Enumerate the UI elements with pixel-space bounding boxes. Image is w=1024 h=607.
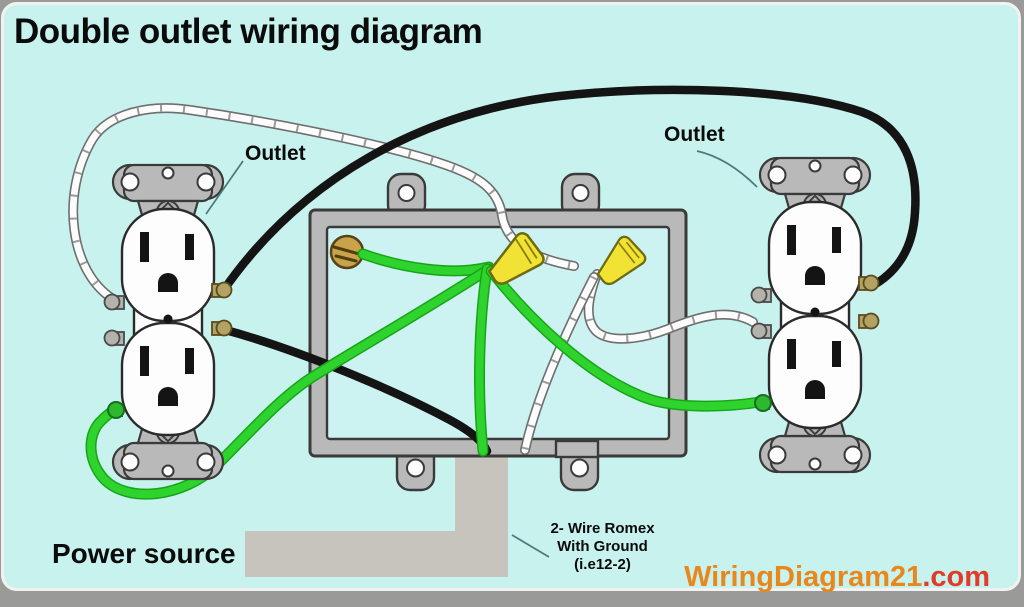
hot-wire-romex-to-left-outlet — [217, 324, 492, 456]
left-outlet-label: Outlet — [245, 142, 306, 165]
right-outlet — [750, 156, 880, 474]
ground-screw — [329, 234, 365, 270]
romex-label-line3: (i.e12-2) — [574, 556, 631, 573]
left-outlet — [103, 163, 233, 481]
watermark: WiringDiagram21.com — [684, 561, 990, 594]
romex-cable-conduit — [245, 452, 508, 577]
page-title: Double outlet wiring diagram — [14, 12, 483, 51]
right-outlet-label: Outlet — [664, 123, 725, 146]
cable-clamp — [554, 439, 600, 459]
power-source-label: Power source — [52, 538, 236, 569]
watermark-tld: .com — [922, 561, 990, 593]
right-outlet-leader-line — [696, 150, 758, 188]
hot-wire-jumper-left-to-right-outlet — [218, 85, 920, 296]
romex-label-line1: 2- Wire Romex — [550, 520, 655, 537]
watermark-site-name: WiringDiagram21 — [684, 561, 923, 593]
left-outlet-leader-line — [205, 160, 244, 215]
romex-label-line2: With Ground — [557, 538, 648, 555]
romex-leader-line — [511, 534, 550, 558]
romex-label: 2- Wire Romex With Ground (i.e12-2) — [520, 520, 685, 574]
